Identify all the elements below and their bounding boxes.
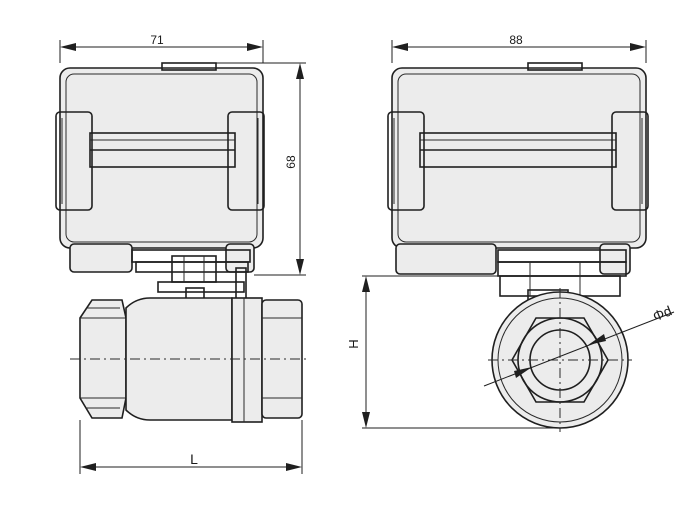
front-actuator-housing: [55, 62, 265, 273]
dimension-label-d: Φd: [650, 302, 674, 324]
front-valve-body: [70, 297, 308, 423]
dimension-label-71: 71: [150, 33, 164, 47]
front-view: 71 68 L: [55, 33, 308, 474]
dimension-label-68: 68: [284, 155, 298, 169]
dimension-length-L: L: [79, 420, 303, 474]
dimension-height-68: 68: [216, 62, 306, 276]
side-view: 88 H Φd: [346, 33, 675, 432]
dimension-width-71: 71: [59, 33, 264, 63]
dimension-label-H: H: [346, 339, 361, 348]
dimension-label-L: L: [190, 451, 198, 467]
dimension-width-88: 88: [391, 33, 647, 63]
side-actuator-housing: [387, 62, 649, 275]
dimension-diameter-d: Φd: [483, 302, 675, 387]
side-pipe-end: [488, 288, 632, 432]
dimension-label-88: 88: [509, 33, 523, 47]
dimension-height-H: H: [346, 275, 560, 429]
